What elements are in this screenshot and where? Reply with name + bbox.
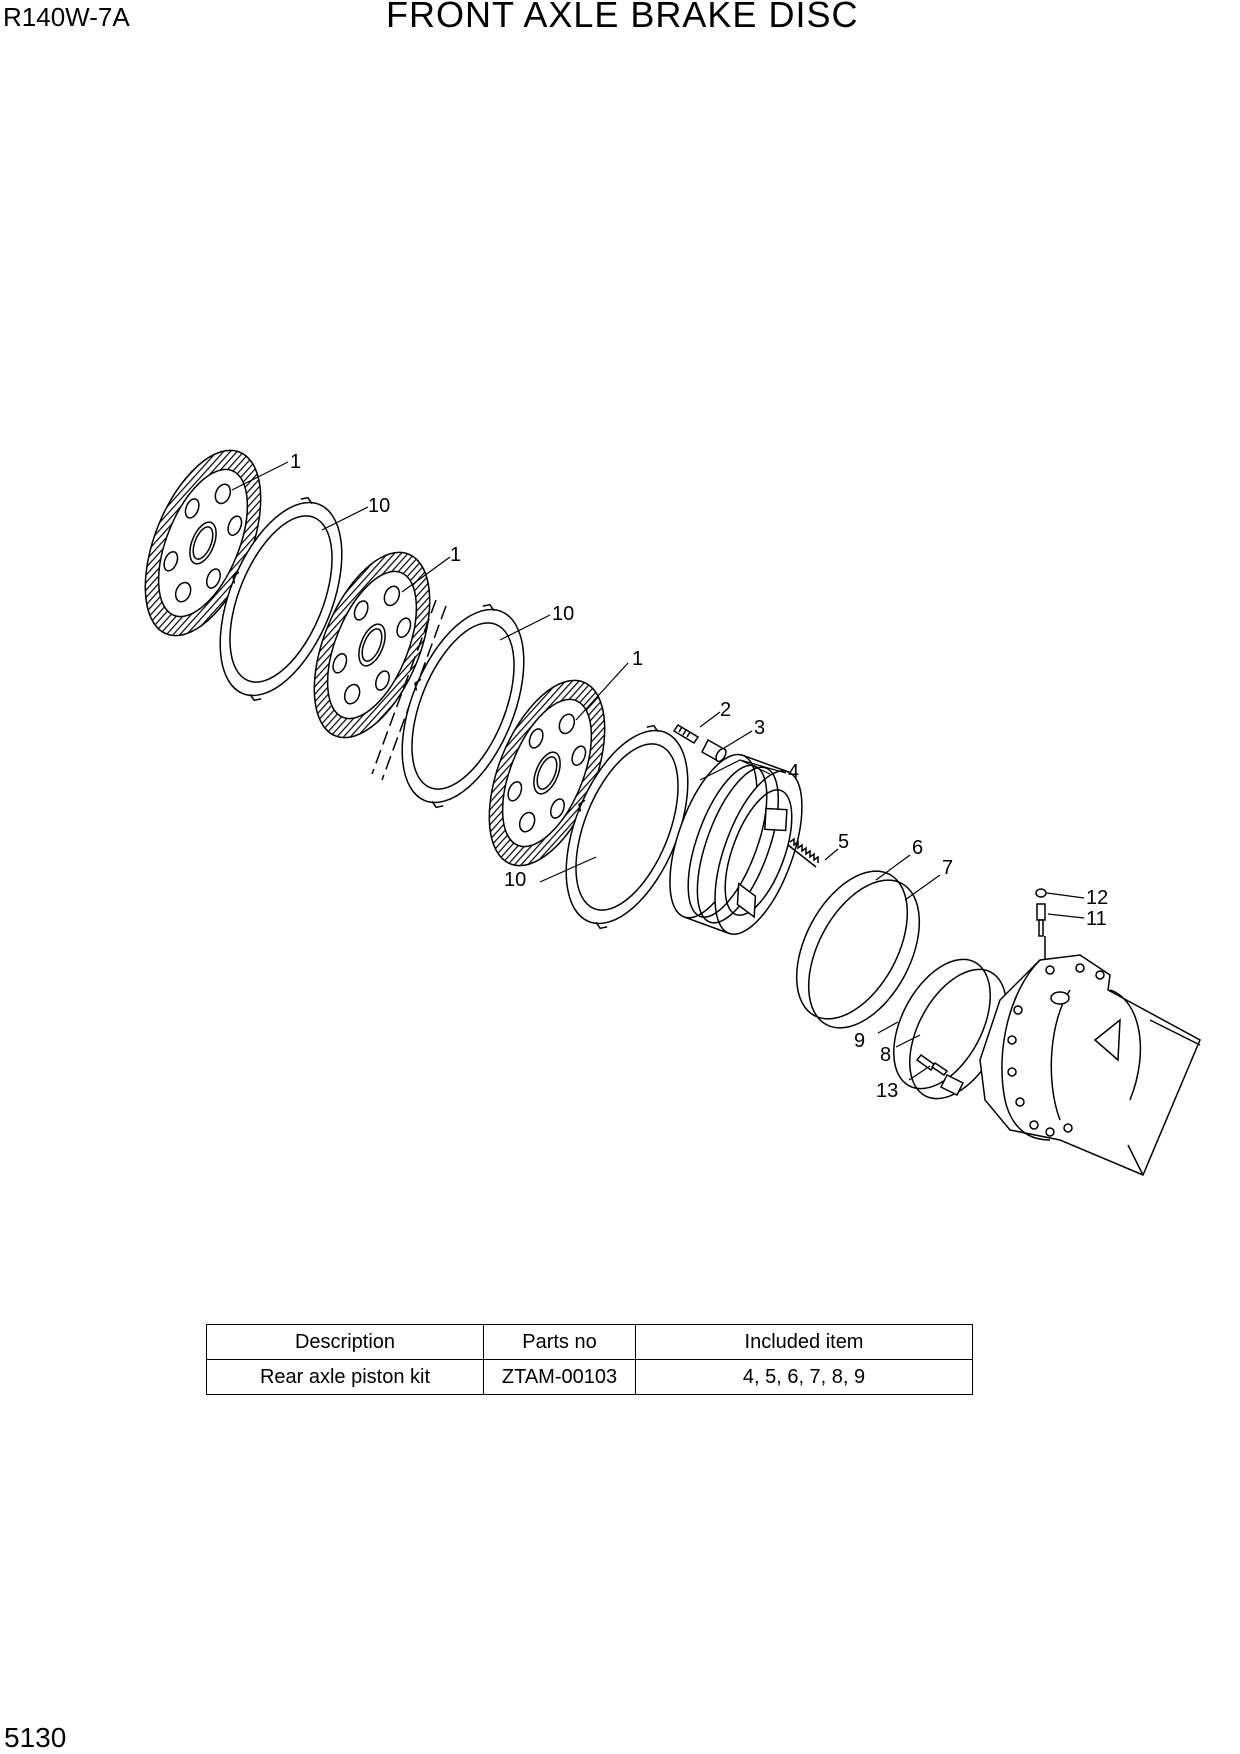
callout-5: 5: [838, 831, 849, 853]
callout-10b: 10: [552, 603, 574, 625]
callout-6: 6: [912, 837, 923, 859]
plug-12: [1035, 888, 1047, 898]
page-number: 5130: [4, 1722, 67, 1753]
o-ring-9: [893, 958, 991, 1090]
callout-10a: 10: [368, 495, 390, 517]
spacer-3: [701, 738, 727, 763]
callout-12: 12: [1086, 887, 1108, 909]
page-title: FRONT AXLE BRAKE DISC: [386, 0, 859, 35]
cell-included-item: 4, 5, 6, 7, 8, 9: [635, 1359, 973, 1395]
axle-housing: [979, 936, 1201, 1176]
callout-9: 9: [854, 1030, 865, 1052]
bolt-2: [672, 723, 700, 745]
callout-8: 8: [880, 1044, 891, 1066]
o-ring-7: [807, 879, 921, 1029]
callout-7: 7: [942, 857, 953, 879]
callout-1c: 1: [632, 648, 643, 670]
spring-5: [787, 837, 819, 868]
callout-13: 13: [876, 1080, 898, 1102]
cell-parts-no: ZTAM-00103: [483, 1359, 636, 1395]
header-description: Description: [206, 1324, 484, 1360]
steel-plate-10c: [565, 724, 689, 930]
callout-1b: 1: [450, 544, 461, 566]
callout-2: 2: [720, 699, 731, 721]
o-ring-6: [795, 870, 909, 1020]
friction-disc-1a: [144, 449, 262, 637]
steel-plate-10a: [219, 496, 343, 702]
piston-4: [669, 753, 803, 935]
header-parts-no: Parts no: [483, 1324, 636, 1360]
table-row: Rear axle piston kit ZTAM-00103 4, 5, 6,…: [206, 1359, 973, 1395]
steel-plate-10b: [401, 603, 525, 809]
friction-disc-1b: [313, 551, 431, 739]
callout-10c: 10: [504, 869, 526, 891]
header-included-item: Included item: [635, 1324, 973, 1360]
callout-labels: 1 10 1 10 1 2 3 4 10 5 6 7 12 11 9 8 13: [290, 451, 1108, 1102]
cell-description: Rear axle piston kit: [206, 1359, 484, 1395]
callout-3: 3: [754, 717, 765, 739]
callout-4: 4: [788, 761, 799, 783]
model-code: R140W-7A: [3, 2, 130, 32]
callout-1a: 1: [290, 451, 301, 473]
bolt-13: [915, 1053, 965, 1097]
bleed-fitting-11: [1036, 903, 1046, 937]
callout-11: 11: [1086, 908, 1107, 930]
leader-lines: [231, 461, 1085, 1081]
piston-kit-table: Description Parts no Included item Rear …: [206, 1324, 973, 1395]
table-header-row: Description Parts no Included item: [206, 1324, 973, 1360]
